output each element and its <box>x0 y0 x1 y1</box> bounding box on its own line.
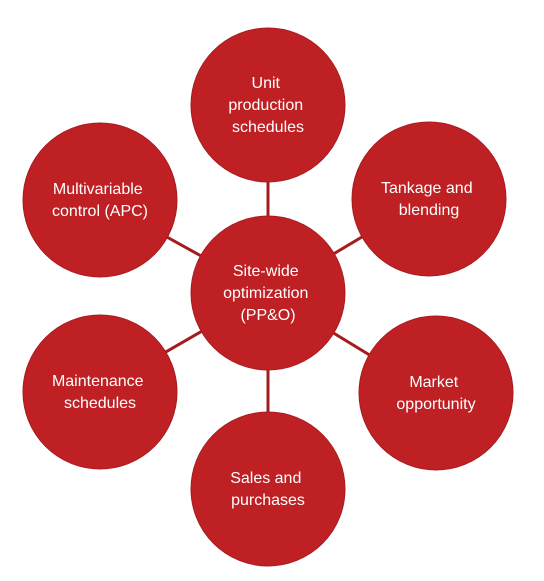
label-line: schedules <box>64 395 136 412</box>
label-line: Maintenance <box>52 373 144 390</box>
node-multivariable-control: Multivariable control (APC) <box>22 122 178 278</box>
label-line: purchases <box>231 492 305 509</box>
node-circle <box>351 121 507 277</box>
label-line: Market <box>409 374 458 391</box>
node-label: Maintenance schedules <box>52 373 148 412</box>
node-circle <box>358 315 514 471</box>
node-unit-production-schedules: Unit production schedules <box>190 27 346 183</box>
label-line: Tankage and <box>381 180 473 197</box>
node-sales-and-purchases: Sales and purchases <box>190 411 346 567</box>
node-circle <box>190 411 346 567</box>
center-circle <box>190 215 346 371</box>
label-line: schedules <box>232 119 304 136</box>
node-tankage-and-blending: Tankage and blending <box>351 121 507 277</box>
node-maintenance-schedules: Maintenance schedules <box>22 314 178 470</box>
node-circle <box>22 314 178 470</box>
label-line: optimization <box>223 285 308 302</box>
node-circle <box>190 27 346 183</box>
node-label: Multivariable control (APC) <box>52 181 148 220</box>
label-line: production <box>228 97 303 114</box>
node-label: Market opportunity <box>396 374 475 413</box>
node-site-wide-optimization: Site-wide optimization (PP&O) <box>190 215 346 371</box>
label-line: control (APC) <box>52 203 148 220</box>
node-label: Tankage and blending <box>381 180 477 219</box>
node-circle <box>22 122 178 278</box>
label-line: (PP&O) <box>240 307 295 324</box>
node-label: Sales and purchases <box>230 470 306 509</box>
node-label: Unit production schedules <box>228 75 307 136</box>
label-line: Unit <box>252 75 281 92</box>
label-line: Multivariable <box>53 181 143 198</box>
node-market-opportunity: Market opportunity <box>358 315 514 471</box>
label-line: Sales and <box>230 470 301 487</box>
center-label: Site-wide optimization (PP&O) <box>223 263 313 324</box>
label-line: opportunity <box>396 396 475 413</box>
label-line: Site-wide <box>233 263 299 280</box>
label-line: blending <box>399 202 460 219</box>
